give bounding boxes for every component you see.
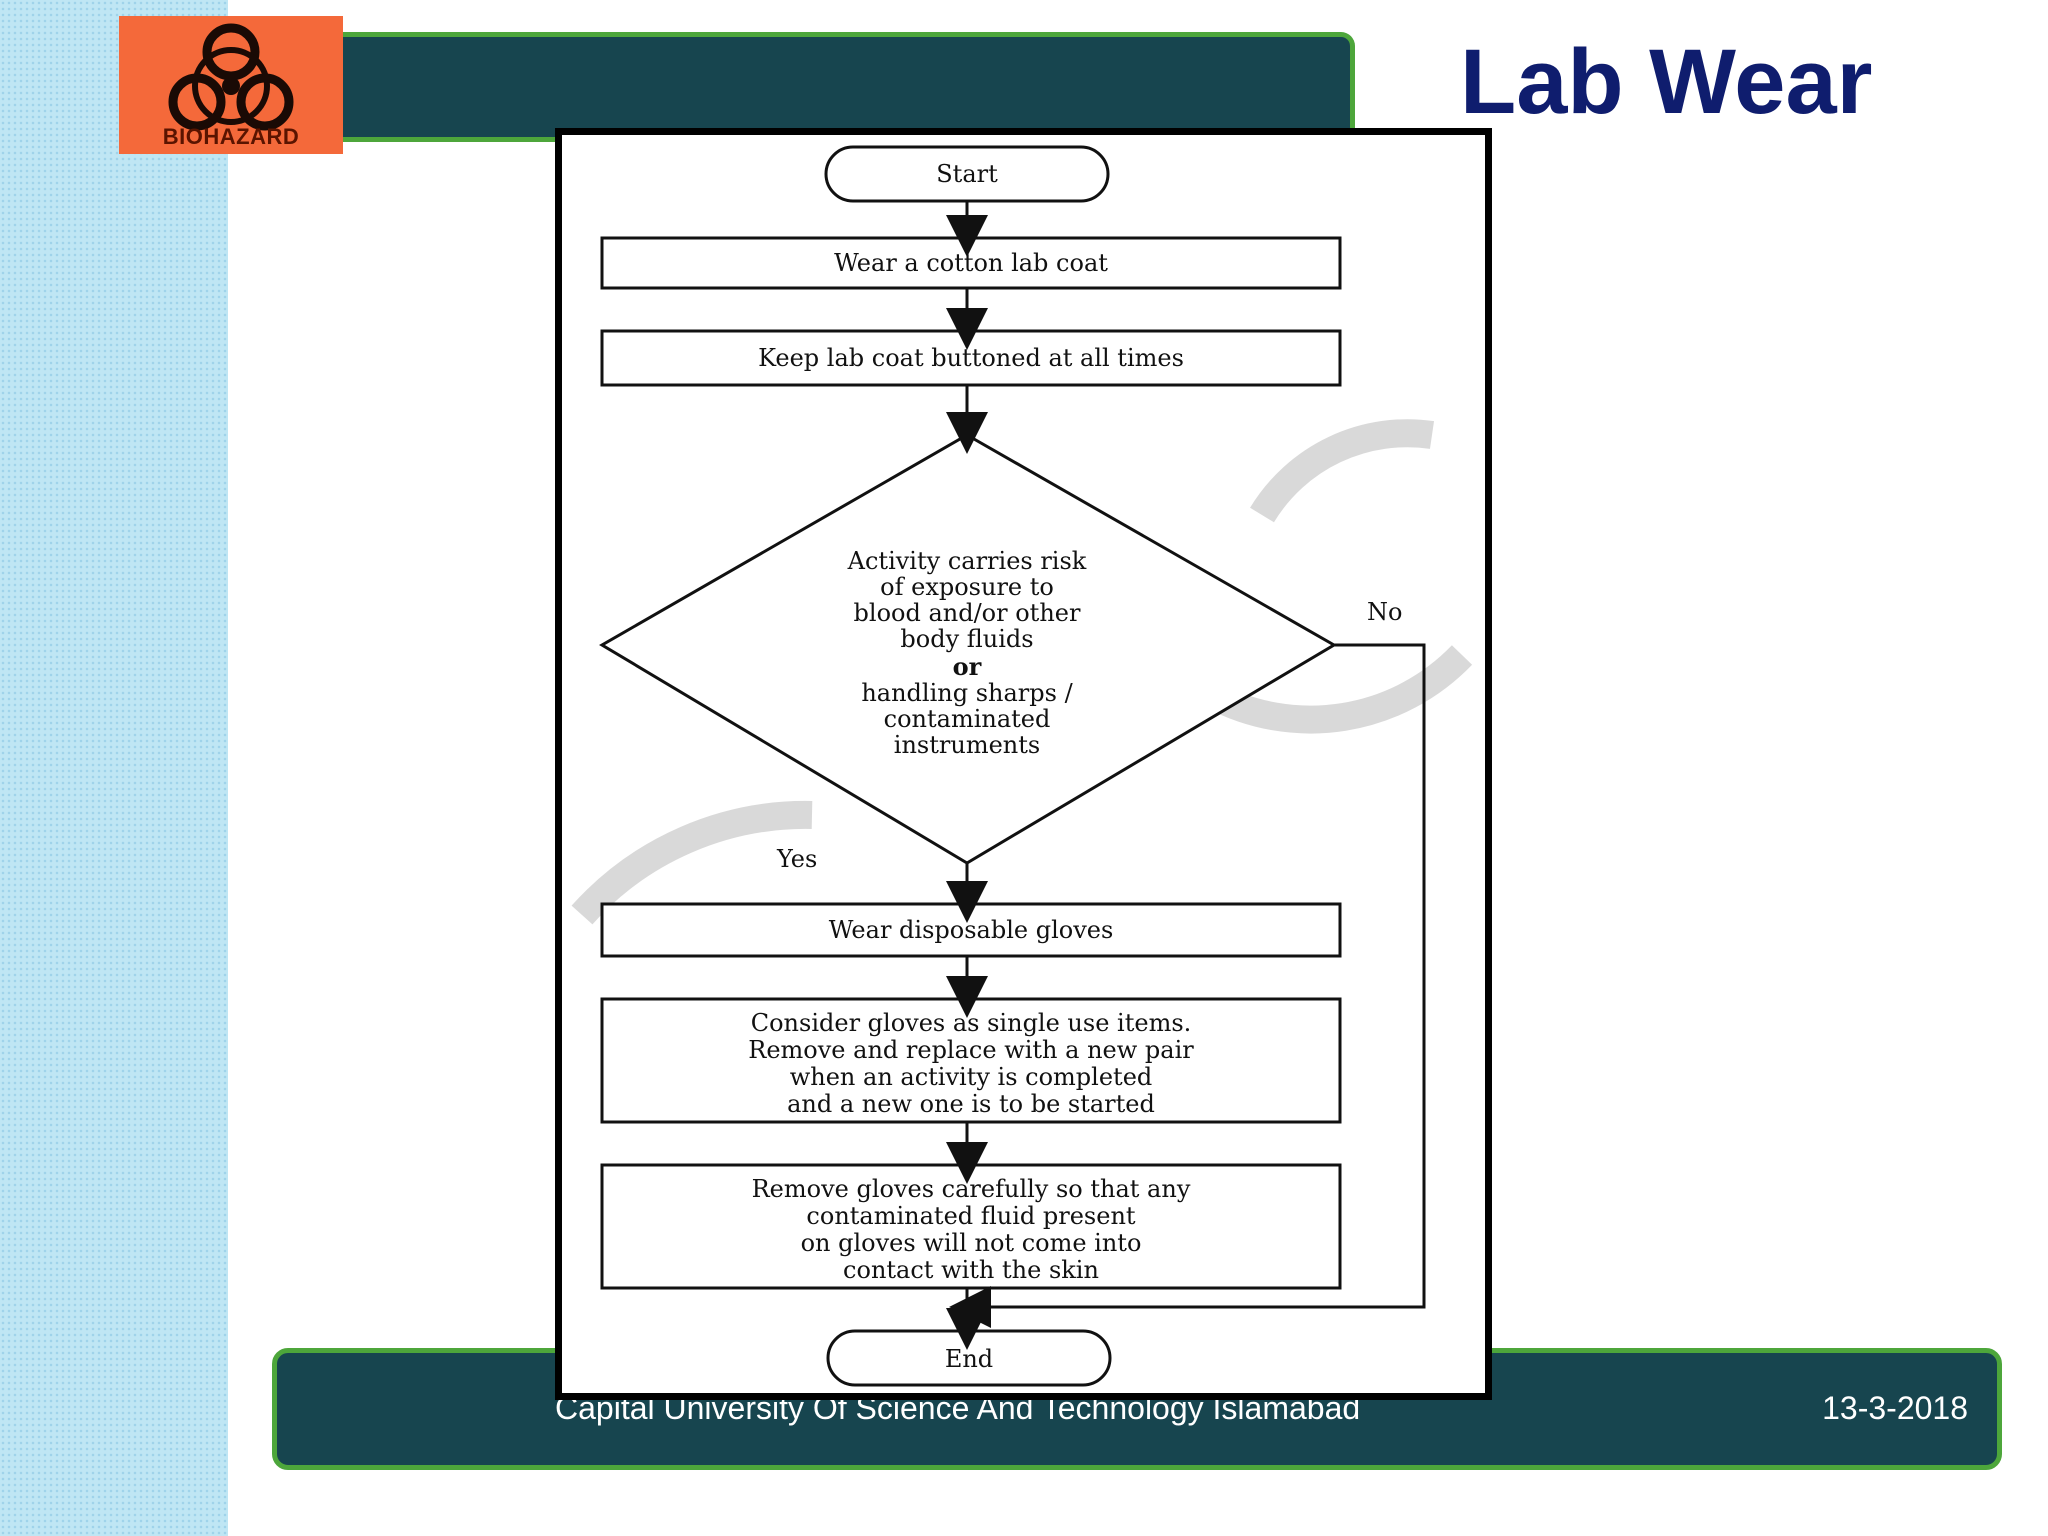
watermark: [571, 419, 1473, 925]
flowchart-diagram: Start Wear a cotton lab coat Keep lab co…: [571, 145, 1473, 1387]
step-line: Consider gloves as single use items.: [751, 1009, 1192, 1037]
flow-step-buttoned: [600, 329, 1342, 387]
decorative-left-strip: [0, 0, 228, 1536]
decision-line: Activity carries risk: [847, 547, 1087, 575]
biohazard-icon: [168, 23, 294, 131]
logo-label: BIOHAZARD: [162, 124, 300, 149]
decision-line: contaminated: [884, 705, 1051, 733]
step-single-use-text: Consider gloves as single use items. Rem…: [748, 1009, 1194, 1118]
header-bar: [328, 32, 1355, 142]
step-gloves-label: Wear disposable gloves: [829, 916, 1114, 944]
decision-line: of exposure to: [880, 573, 1054, 601]
end-label: End: [945, 1345, 993, 1373]
step-lab-coat-label: Wear a cotton lab coat: [834, 249, 1108, 277]
decision-line: instruments: [894, 731, 1040, 759]
step-line: and a new one is to be started: [787, 1090, 1155, 1118]
decision-line: blood and/or other: [854, 599, 1081, 627]
step-line: Remove gloves carefully so that any: [752, 1175, 1191, 1203]
step-line: contaminated fluid present: [806, 1202, 1135, 1230]
flow-step-remove-gloves: [600, 1163, 1342, 1290]
yes-label: Yes: [776, 845, 817, 873]
flowchart-image: Start Wear a cotton lab coat Keep lab co…: [555, 128, 1492, 1400]
step-line: contact with the skin: [843, 1256, 1099, 1284]
step-buttoned-label: Keep lab coat buttoned at all times: [758, 344, 1184, 372]
no-label: No: [1367, 598, 1402, 626]
flow-step-single-use: [600, 997, 1342, 1124]
decision-line: handling sharps /: [861, 679, 1073, 707]
flow-no-branch: [949, 643, 1426, 1328]
footer-date: 13-3-2018: [1822, 1390, 1968, 1426]
decision-line: body fluids: [900, 625, 1033, 653]
step-line: on gloves will not come into: [801, 1229, 1142, 1257]
slide-title: Lab Wear: [1460, 31, 1873, 133]
decision-line: or: [953, 652, 982, 681]
step-line: Remove and replace with a new pair: [748, 1036, 1194, 1064]
step-remove-gloves-text: Remove gloves carefully so that any cont…: [752, 1175, 1191, 1284]
decision-text: Activity carries risk of exposure to blo…: [847, 547, 1087, 759]
step-line: when an activity is completed: [790, 1063, 1153, 1091]
start-label: Start: [936, 160, 998, 188]
biohazard-logo: BIOHAZARD: [119, 16, 343, 154]
